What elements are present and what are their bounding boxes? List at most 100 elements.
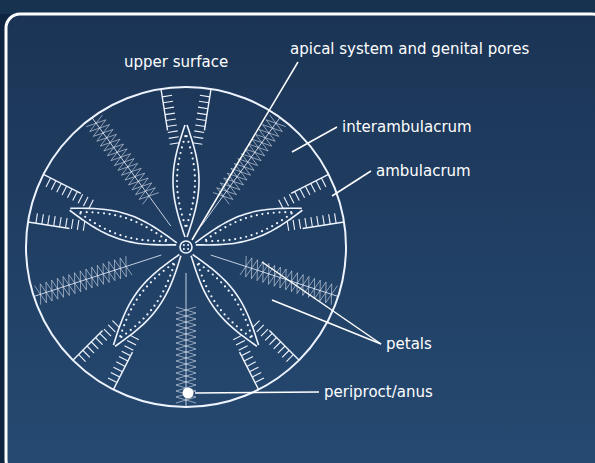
- pore: [220, 309, 222, 311]
- pore-pair-tick: [299, 219, 301, 229]
- pore: [217, 240, 219, 242]
- genital-pore: [187, 248, 189, 250]
- pore: [267, 212, 269, 214]
- pore: [79, 212, 81, 214]
- pore: [176, 180, 178, 182]
- pore-pair-tick: [300, 189, 305, 198]
- pore-pair-tick: [284, 197, 289, 206]
- pore: [159, 295, 161, 297]
- pore: [182, 219, 184, 221]
- pore: [181, 146, 183, 148]
- pore-pair-tick: [269, 338, 276, 345]
- pore-pair-tick: [192, 143, 202, 145]
- pore: [150, 281, 152, 283]
- ambulacrum-boundary: [204, 89, 211, 130]
- pore: [130, 329, 132, 331]
- pore: [231, 321, 233, 323]
- ambulacrum-boundary: [28, 222, 69, 229]
- pore-pair-tick: [127, 340, 136, 345]
- pore-pair-tick: [162, 95, 172, 97]
- pore-pair-tick: [274, 342, 281, 349]
- pore-pair-tick: [293, 220, 295, 230]
- pore: [182, 141, 184, 143]
- pore: [271, 225, 273, 227]
- pore: [284, 211, 286, 213]
- pore: [119, 234, 121, 236]
- pore: [179, 208, 181, 210]
- pore: [176, 191, 178, 193]
- pore-pair-tick: [57, 183, 62, 192]
- pore-pair-tick: [198, 107, 208, 109]
- part-label: apical system and genital pores: [290, 40, 529, 58]
- pore: [234, 299, 236, 301]
- pore-pair-tick: [71, 219, 73, 229]
- pore: [224, 285, 226, 287]
- pore: [190, 208, 192, 210]
- periproct-dot: [183, 388, 194, 399]
- pore: [223, 313, 225, 315]
- ambulacrum-boundary: [303, 222, 344, 229]
- pore: [128, 313, 130, 315]
- pore: [231, 294, 233, 296]
- pore-pair-tick: [239, 346, 248, 351]
- petal-outline: [193, 255, 259, 346]
- pore: [212, 273, 214, 275]
- part-label: upper surface: [124, 53, 228, 71]
- pore: [187, 219, 189, 221]
- pore: [250, 215, 252, 217]
- test-drawing: [26, 87, 346, 407]
- genital-pore: [187, 244, 189, 246]
- pore: [249, 330, 251, 332]
- pore: [210, 235, 212, 237]
- pore: [224, 226, 226, 228]
- pore: [198, 263, 200, 265]
- pore: [146, 313, 148, 315]
- pore: [189, 214, 191, 216]
- pore: [193, 197, 195, 199]
- background-strip: [0, 0, 595, 14]
- pore: [190, 152, 192, 154]
- pore: [125, 319, 127, 321]
- pore: [176, 174, 178, 176]
- pore: [266, 228, 268, 230]
- pore-pair-tick: [67, 189, 72, 198]
- pore-pair-tick: [51, 181, 56, 190]
- pore: [130, 308, 132, 310]
- pore: [220, 281, 222, 283]
- pore: [192, 158, 194, 160]
- pore-pair-tick: [241, 351, 250, 356]
- pore: [173, 263, 175, 265]
- pore: [99, 225, 101, 227]
- pore: [130, 237, 132, 239]
- plate-suture: [176, 307, 196, 403]
- part-label: ambulacrum: [376, 162, 471, 180]
- pore: [245, 332, 247, 334]
- pore-pair-tick: [119, 357, 128, 362]
- pore: [169, 274, 171, 276]
- pore: [261, 230, 263, 232]
- pore-pair-tick: [79, 354, 86, 361]
- pore-pair-tick: [104, 329, 111, 336]
- pore-pair-tick: [265, 333, 272, 340]
- pore-pair-tick: [247, 362, 256, 367]
- pore: [141, 239, 143, 241]
- pore: [84, 216, 86, 218]
- pore: [211, 240, 213, 242]
- pore: [165, 285, 167, 287]
- pore: [240, 219, 242, 221]
- pore: [205, 239, 207, 241]
- pore-pair-tick: [166, 119, 176, 121]
- leader-lines: [192, 62, 381, 393]
- pore: [205, 285, 207, 287]
- pore-pair-tick: [286, 354, 293, 361]
- pore-pair-tick: [48, 215, 50, 225]
- pore: [216, 277, 218, 279]
- pore: [192, 202, 194, 204]
- pore: [114, 214, 116, 216]
- pore: [290, 211, 292, 213]
- pore: [138, 321, 140, 323]
- pore: [123, 324, 125, 326]
- pore: [177, 163, 179, 165]
- pore: [250, 234, 252, 236]
